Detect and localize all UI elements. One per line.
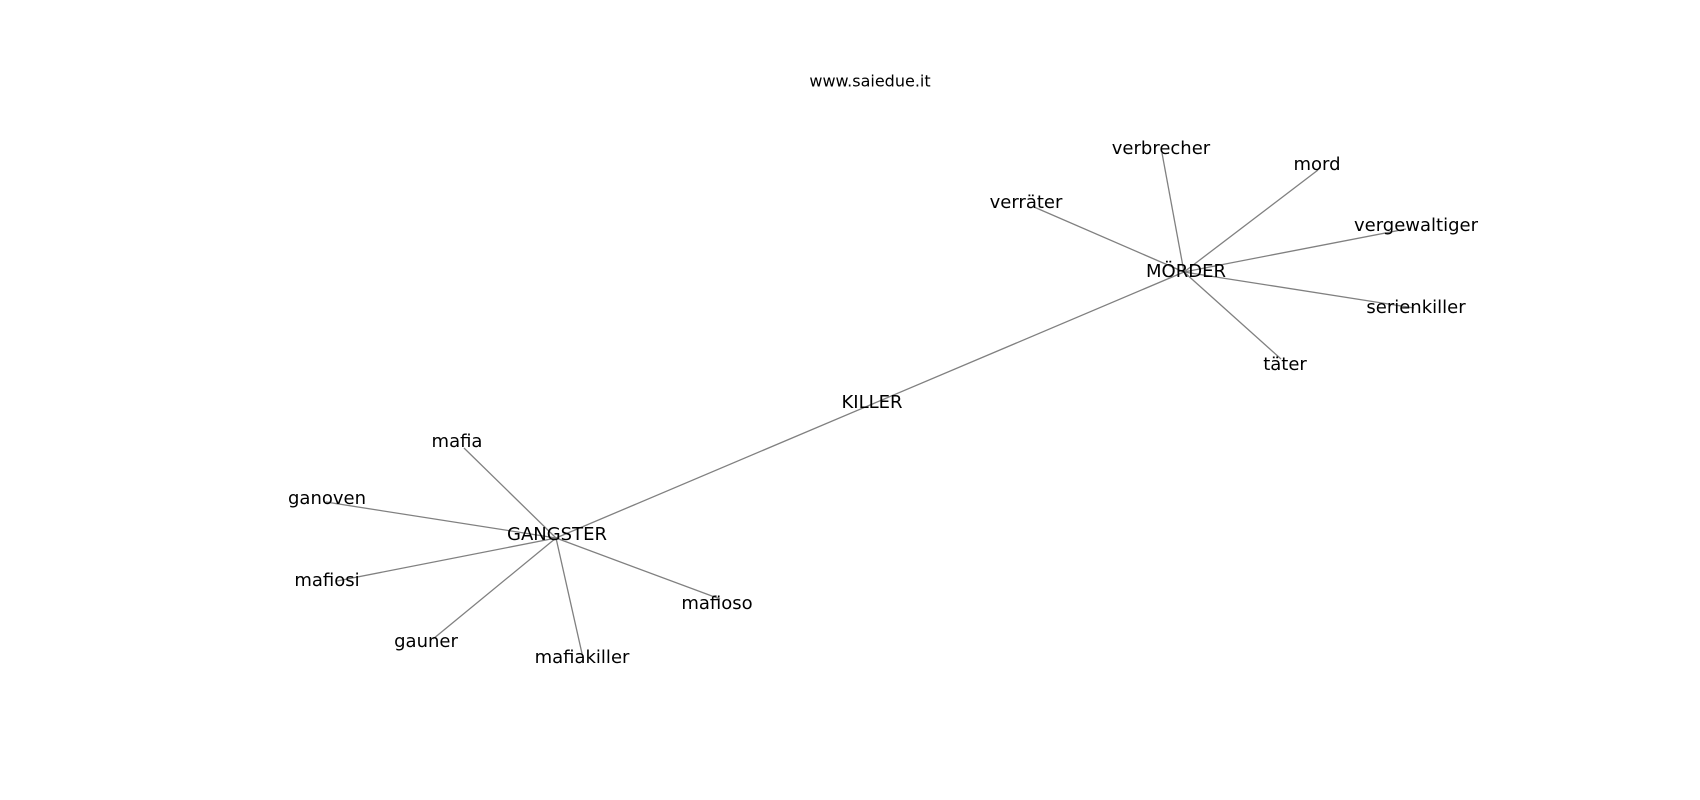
node-label-mafiosi: mafiosi <box>294 570 359 591</box>
node-label-ganoven: ganoven <box>288 488 366 509</box>
node-label-mafia: mafia <box>432 431 483 452</box>
node-label-gauner: gauner <box>394 631 458 652</box>
node-label-taeter: täter <box>1263 354 1307 375</box>
node-label-mord: mord <box>1293 154 1340 175</box>
node-label-serienkiller: serienkiller <box>1366 297 1466 318</box>
edge-moerder-vergewaltiger <box>1183 228 1407 273</box>
edge-gangster-mafiosi <box>336 537 557 582</box>
watermark-text: www.saiedue.it <box>809 72 930 91</box>
edge-gangster-mafiakiller <box>555 537 584 659</box>
node-label-verraeter: verräter <box>990 192 1063 213</box>
edge-moerder-mord <box>1183 169 1319 273</box>
edge-gangster-moerder <box>555 271 1185 539</box>
edge-gangster-gauner <box>432 537 557 640</box>
edge-moerder-verbrecher <box>1161 152 1185 273</box>
edge-gangster-ganoven <box>325 501 557 539</box>
nodes-layer: KILLER GANGSTER MÖRDER mafia ganoven mafiosi g… <box>288 138 1479 668</box>
node-label-mafiakiller: mafiakiller <box>535 647 630 668</box>
node-label-killer: KILLER <box>841 392 902 413</box>
node-label-gangster: GANGSTER <box>507 524 607 545</box>
node-label-vergewaltiger: vergewaltiger <box>1354 215 1479 236</box>
edges-layer <box>325 152 1415 659</box>
node-label-mafioso: mafioso <box>681 593 752 614</box>
node-label-moerder: MÖRDER <box>1146 260 1226 282</box>
edge-moerder-verraeter <box>1033 206 1185 273</box>
edge-gangster-mafia <box>463 447 557 539</box>
edge-moerder-taeter <box>1183 271 1282 360</box>
edge-moerder-serienkiller <box>1183 271 1415 309</box>
edge-gangster-mafioso <box>555 537 721 600</box>
node-label-verbrecher: verbrecher <box>1112 138 1211 159</box>
